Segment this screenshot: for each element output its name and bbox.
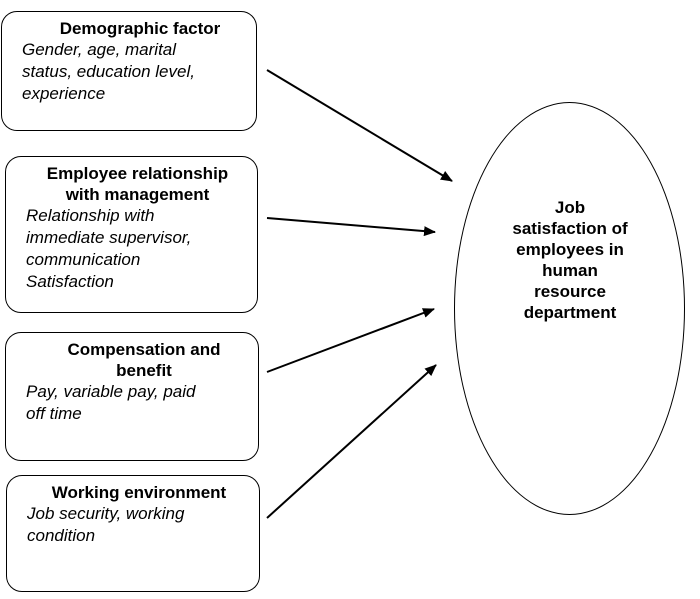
compensation-benefit-description: Pay, variable pay, paid off time <box>26 382 196 423</box>
job-satisfaction-ellipse <box>454 102 685 515</box>
demographic-factor-title: Demographic factor <box>59 19 221 38</box>
working-environment-description: Job security, working condition <box>27 504 185 545</box>
working-environment-title: Working environment <box>51 483 227 502</box>
employee-relationship-box: Employee relationship with management Re… <box>5 156 258 313</box>
employee-relationship-title: Employee relationship with management <box>46 164 229 204</box>
employee-relationship-description: Relationship with immediate supervisor, … <box>26 206 192 291</box>
demographic-factor-description: Gender, age, marital status, education l… <box>22 40 195 103</box>
compensation-benefit-box: Compensation and benefit Pay, variable p… <box>5 332 259 461</box>
arrow-environment-to-satisfaction <box>266 364 437 519</box>
arrow-relationship-to-satisfaction <box>266 217 436 237</box>
job-satisfaction-label: Job satisfaction of employees in human r… <box>512 198 628 322</box>
demographic-factor-box: Demographic factor Gender, age, marital … <box>1 11 257 131</box>
arrow-demographic-to-satisfaction <box>266 69 453 182</box>
working-environment-box: Working environment Job security, workin… <box>6 475 260 592</box>
arrow-compensation-to-satisfaction <box>266 308 435 373</box>
compensation-benefit-title: Compensation and benefit <box>67 340 221 380</box>
